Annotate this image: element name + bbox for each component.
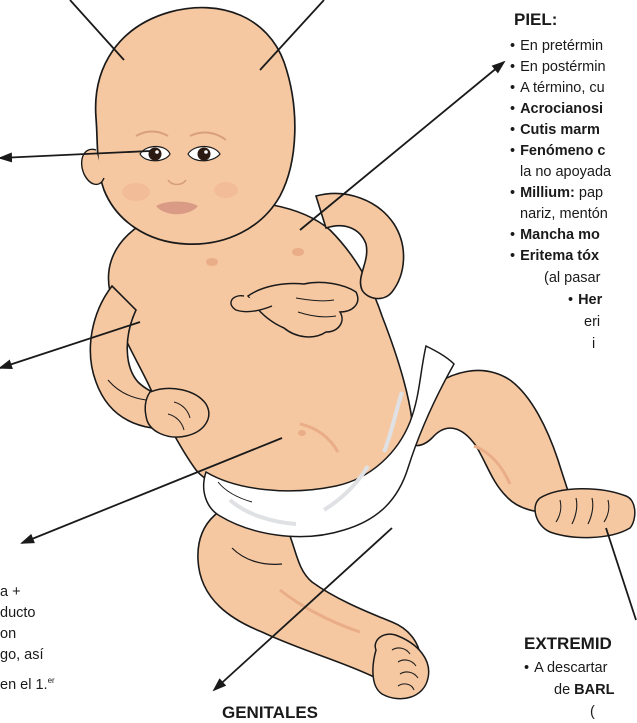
- extremidades-line2-prefix: de: [554, 682, 574, 698]
- piel-item-8: • Mancha mo: [510, 227, 600, 244]
- bullet-icon: •: [510, 185, 515, 201]
- piel-subitem-bold: Her: [578, 292, 602, 308]
- piel-continuation-2: nariz, mentón: [520, 206, 608, 223]
- piel-item-text: A término, cu: [520, 80, 605, 96]
- piel-subitem: • Her: [568, 292, 602, 309]
- extremidades-line2: de BARL: [554, 682, 614, 699]
- extremidades-line3: (: [590, 704, 595, 721]
- piel-item-bold: Acrocianosi: [520, 101, 603, 117]
- left-eye-icon: [140, 147, 170, 161]
- extremidades-line1: A descartar: [534, 660, 607, 676]
- piel-continuation-3: (al pasar: [544, 270, 600, 287]
- piel-item-1: • En pretérmin: [510, 38, 603, 55]
- piel-item-9: • Eritema tóx: [510, 248, 599, 265]
- piel-subitem-line-2: i: [592, 336, 595, 353]
- bullet-icon: •: [510, 80, 515, 96]
- piel-item-bold: Eritema tóx: [520, 248, 599, 264]
- piel-item-4: • Acrocianosi: [510, 101, 603, 118]
- extremidades-line2-bold: BARL: [574, 682, 614, 698]
- navel-icon: [298, 430, 306, 436]
- piel-item-text: En pretérmin: [520, 38, 603, 54]
- piel-item-bold: Fenómeno c: [520, 143, 605, 159]
- bullet-icon: •: [510, 227, 515, 243]
- arrow-head-left: [70, 0, 124, 60]
- bullet-icon: •: [510, 122, 515, 138]
- genitales-heading: GENITALES: [222, 703, 318, 723]
- bullet-icon: •: [510, 59, 515, 75]
- head: [82, 8, 295, 245]
- piel-item-5: • Cutis marm: [510, 122, 600, 139]
- piel-subitem-line-1: eri: [584, 314, 600, 331]
- piel-item-7: • Millium: pap: [510, 185, 603, 202]
- extremidades-item: • A descartar: [524, 660, 607, 677]
- piel-item-6: • Fenómeno c: [510, 143, 605, 160]
- piel-item-2: • En postérmin: [510, 59, 606, 76]
- bullet-icon: •: [510, 143, 515, 159]
- arrow-extremidades: [606, 528, 636, 620]
- piel-heading: PIEL:: [514, 10, 557, 30]
- left-text-line-5: en el 1.er: [0, 677, 55, 694]
- bullet-icon: •: [524, 660, 529, 676]
- piel-continuation-1: la no apoyada: [520, 164, 611, 181]
- left-text-line-4: go, así: [0, 647, 44, 664]
- left-text-line-1: a +: [0, 584, 21, 601]
- left-text-line-5-main: en el 1.: [0, 677, 48, 693]
- piel-item-bold: Millium:: [520, 185, 575, 201]
- left-text-line-2: ducto: [0, 605, 35, 622]
- piel-item-text: En postérmin: [520, 59, 605, 75]
- left-text-line-5-sup: er: [48, 676, 55, 685]
- piel-item-bold: Cutis marm: [520, 122, 600, 138]
- bullet-icon: •: [510, 38, 515, 54]
- arrow-piel: [300, 62, 504, 230]
- extremidades-heading: EXTREMID: [524, 634, 612, 654]
- piel-item-3: • A término, cu: [510, 80, 605, 97]
- piel-item-bold: Mancha mo: [520, 227, 600, 243]
- left-text-line-3: on: [0, 626, 16, 643]
- right-eye-icon: [188, 147, 220, 161]
- piel-item-text: pap: [575, 185, 603, 201]
- bullet-icon: •: [568, 292, 573, 308]
- bullet-icon: •: [510, 101, 515, 117]
- arrow-head-right: [260, 0, 324, 70]
- right-leg: [408, 371, 635, 538]
- bullet-icon: •: [510, 248, 515, 264]
